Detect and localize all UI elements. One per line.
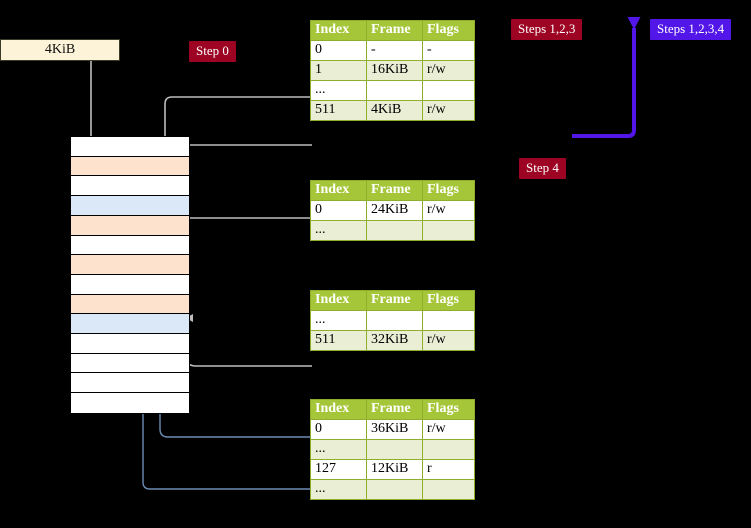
cell-index: 0 bbox=[310, 200, 367, 221]
column-header-frame: Frame bbox=[366, 20, 423, 41]
memory-frame-row bbox=[71, 156, 189, 177]
table-row: ... bbox=[310, 220, 475, 241]
cell-frame: 4KiB bbox=[366, 100, 423, 121]
cell-frame bbox=[366, 439, 423, 460]
memory-frame-row bbox=[71, 334, 189, 354]
badge-step-0: Step 0 bbox=[189, 41, 236, 62]
badge-steps-123: Steps 1,2,3 bbox=[511, 19, 583, 40]
column-header-index: Index bbox=[310, 20, 367, 41]
cell-frame: - bbox=[366, 40, 423, 61]
memory-frame-row bbox=[71, 176, 189, 197]
cell-flags: r/w bbox=[422, 200, 475, 221]
table-row: ... bbox=[310, 80, 475, 101]
table-row: ... bbox=[310, 310, 475, 331]
physical-memory-grid bbox=[70, 136, 190, 414]
column-header-frame: Frame bbox=[366, 290, 423, 311]
cell-flags: r/w bbox=[422, 100, 475, 121]
cell-index: 0 bbox=[310, 40, 367, 61]
memory-frame-row bbox=[71, 274, 189, 295]
column-header-flags: Flags bbox=[422, 399, 475, 420]
memory-frame-row bbox=[71, 196, 189, 216]
cell-flags: r/w bbox=[422, 419, 475, 440]
wire-purple-bracket bbox=[572, 17, 641, 138]
cell-index: ... bbox=[310, 310, 367, 331]
column-header-flags: Flags bbox=[422, 290, 475, 311]
cell-frame: 24KiB bbox=[366, 200, 423, 221]
cell-frame: 36KiB bbox=[366, 419, 423, 440]
cell-frame bbox=[366, 80, 423, 101]
table-row: 0-- bbox=[310, 40, 475, 61]
cell-frame: 16KiB bbox=[366, 60, 423, 81]
column-header-frame: Frame bbox=[366, 180, 423, 201]
column-header-flags: Flags bbox=[422, 20, 475, 41]
column-header-flags: Flags bbox=[422, 180, 475, 201]
memory-frame-row bbox=[71, 235, 189, 256]
memory-frame-row bbox=[71, 373, 189, 394]
table-header-row: Index Frame Flags bbox=[310, 399, 475, 420]
wire-table2-row511 bbox=[185, 314, 312, 367]
source-frame-box: 4KiB bbox=[0, 39, 120, 61]
memory-frame-row bbox=[71, 314, 189, 335]
cell-index: 511 bbox=[310, 330, 367, 351]
cell-flags: r bbox=[422, 459, 475, 480]
column-header-index: Index bbox=[310, 399, 367, 420]
cell-flags bbox=[422, 220, 475, 241]
cell-flags bbox=[422, 310, 475, 331]
wire-table0-row511 bbox=[170, 144, 312, 154]
cell-index: 511 bbox=[310, 100, 367, 121]
cell-flags bbox=[422, 479, 475, 500]
cell-index: ... bbox=[310, 220, 367, 241]
column-header-index: Index bbox=[310, 180, 367, 201]
cell-flags: - bbox=[422, 40, 475, 61]
cell-frame: 12KiB bbox=[366, 459, 423, 480]
cell-index: 1 bbox=[310, 60, 367, 81]
cell-frame bbox=[366, 310, 423, 331]
cell-flags: r/w bbox=[422, 60, 475, 81]
cell-frame: 32KiB bbox=[366, 330, 423, 351]
cell-flags bbox=[422, 80, 475, 101]
column-header-frame: Frame bbox=[366, 399, 423, 420]
cell-index: ... bbox=[310, 439, 367, 460]
cell-frame bbox=[366, 220, 423, 241]
table-row: ... bbox=[310, 439, 475, 460]
cell-flags: r/w bbox=[422, 330, 475, 351]
memory-frame-row bbox=[71, 215, 189, 236]
table-header-row: Index Frame Flags bbox=[310, 290, 475, 311]
badge-step-4: Step 4 bbox=[519, 158, 566, 179]
memory-frame-row bbox=[71, 353, 189, 374]
source-frame-label: 4KiB bbox=[44, 42, 76, 57]
memory-frame-row bbox=[71, 255, 189, 275]
cell-index: ... bbox=[310, 479, 367, 500]
cell-index: 0 bbox=[310, 419, 367, 440]
badge-steps-1234: Steps 1,2,3,4 bbox=[650, 19, 732, 40]
memory-frame-row bbox=[71, 393, 189, 413]
memory-frame-row bbox=[71, 294, 189, 315]
cell-index: 127 bbox=[310, 459, 367, 480]
column-header-index: Index bbox=[310, 290, 367, 311]
cell-frame bbox=[366, 479, 423, 500]
cell-index: ... bbox=[310, 80, 367, 101]
wire-table1-row0 bbox=[179, 217, 312, 250]
table-row: ... bbox=[310, 479, 475, 500]
cell-flags bbox=[422, 439, 475, 460]
table-header-row: Index Frame Flags bbox=[310, 180, 475, 201]
memory-frame-row bbox=[71, 137, 189, 157]
table-header-row: Index Frame Flags bbox=[310, 20, 475, 41]
